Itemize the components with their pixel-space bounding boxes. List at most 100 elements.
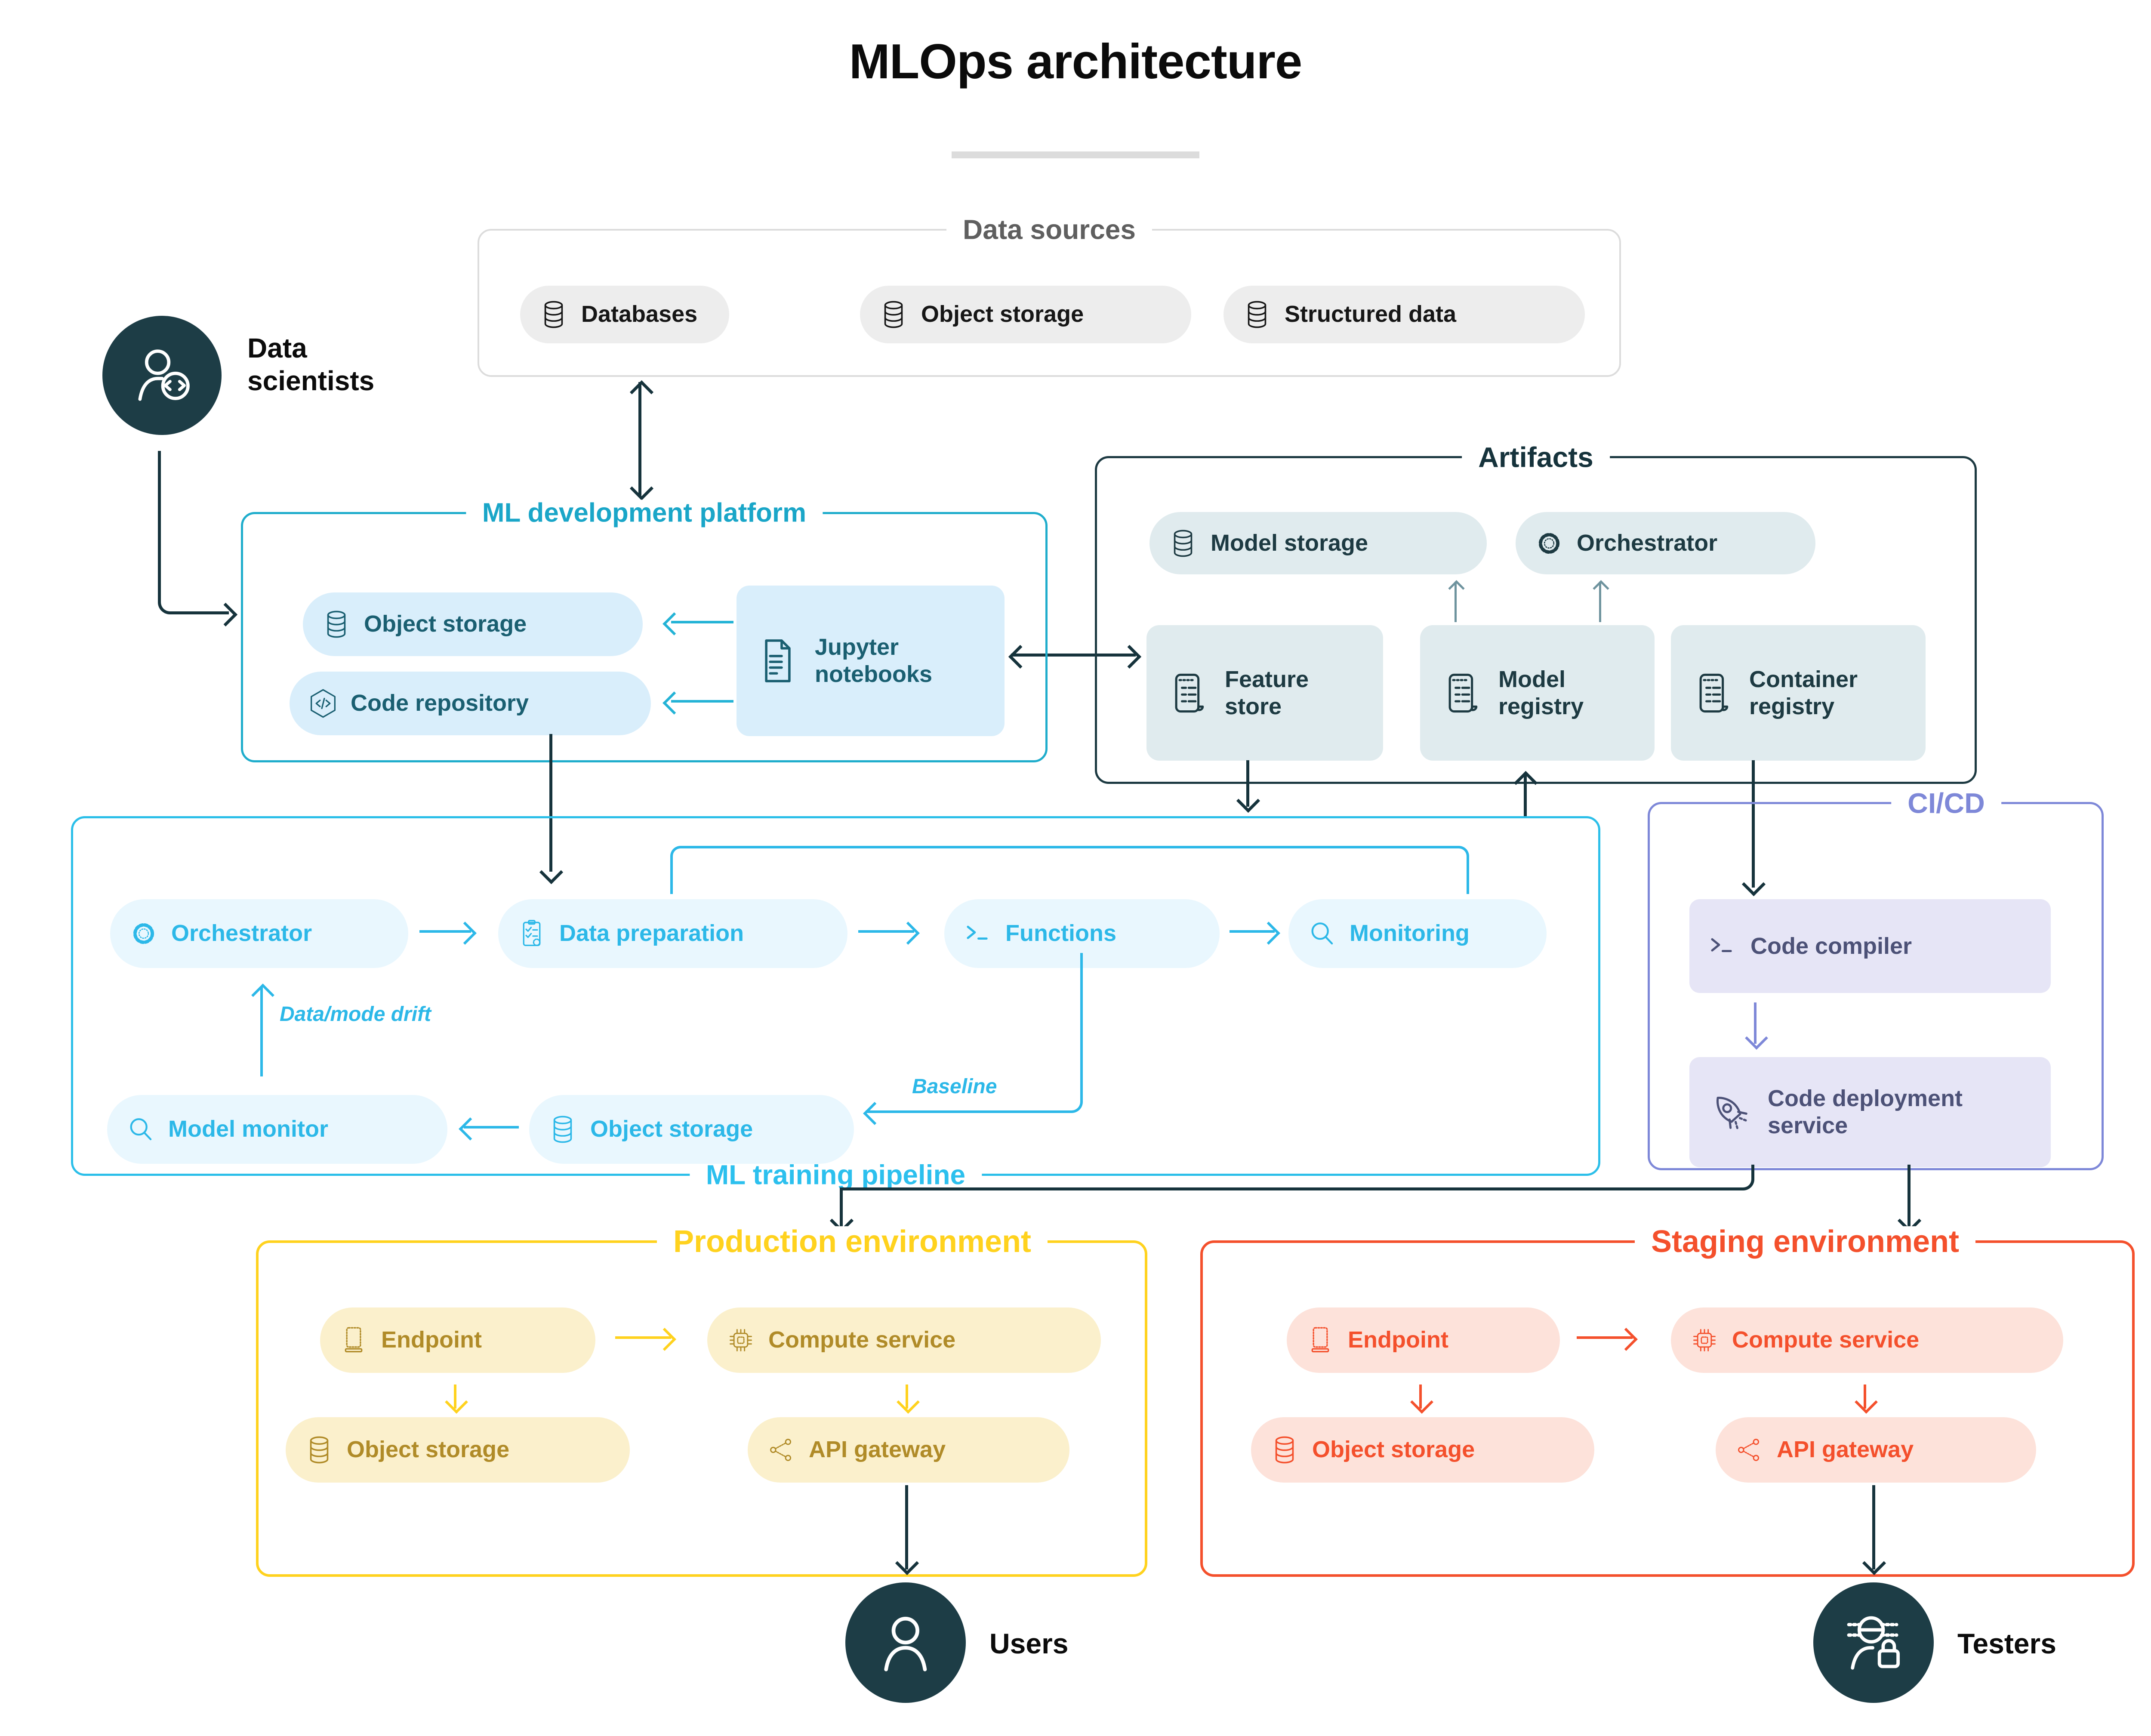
edge-label-drift: Data/mode drift bbox=[280, 1003, 431, 1026]
scroll-icon bbox=[1437, 669, 1485, 717]
group-title-artifacts: Artifacts bbox=[1462, 443, 1610, 472]
node-label: Code deployment service bbox=[1768, 1085, 1963, 1138]
node-label: Code repository bbox=[351, 690, 529, 716]
node-label: Functions bbox=[1005, 920, 1116, 947]
node-container-registry: Container registry bbox=[1671, 625, 1926, 761]
node-label: Object storage bbox=[921, 301, 1084, 327]
database-icon bbox=[1168, 528, 1199, 559]
testers-label: Testers bbox=[1957, 1628, 2056, 1659]
node-pr-compute-service: Compute service bbox=[707, 1307, 1101, 1373]
node-label: Model storage bbox=[1211, 530, 1368, 556]
edge-sources-dev bbox=[638, 382, 641, 496]
edge-gateway-users bbox=[905, 1485, 908, 1569]
edge-orchestrator-data-prep bbox=[419, 930, 471, 933]
group-title-data-sources: Data sources bbox=[946, 216, 1152, 244]
node-label: Endpoint bbox=[1348, 1327, 1448, 1353]
arrowhead-up bbox=[629, 380, 654, 404]
edge-data-prep-monitoring-loop bbox=[670, 846, 1469, 894]
notebook-icon bbox=[754, 637, 802, 685]
node-label: Model registry bbox=[1498, 666, 1584, 719]
node-monitoring: Monitoring bbox=[1288, 899, 1547, 968]
node-label: Feature store bbox=[1225, 666, 1309, 719]
edge-registry-orchestrator bbox=[1599, 582, 1601, 622]
node-label: Container registry bbox=[1749, 666, 1858, 719]
arrowhead-down bbox=[629, 476, 654, 501]
users-avatar bbox=[845, 1582, 966, 1703]
edge-container-registry-compiler bbox=[1752, 760, 1755, 888]
edge-object-storage-model-monitor bbox=[464, 1126, 519, 1129]
testers-avatar bbox=[1813, 1582, 1934, 1703]
node-label: Object storage bbox=[590, 1116, 753, 1142]
edge-code-repo-data-prep bbox=[549, 734, 552, 872]
device-icon bbox=[338, 1325, 369, 1356]
group-staging-environment: Staging environment Endpoint Compute ser… bbox=[1200, 1226, 2135, 1577]
edge-data-prep-functions bbox=[858, 930, 914, 933]
group-title-ml-training-pipeline: ML training pipeline bbox=[689, 1161, 982, 1189]
terminal-icon bbox=[962, 918, 993, 949]
edge-pr-endpoint-compute bbox=[615, 1336, 671, 1339]
group-cicd: CI/CD Code compiler Code deployment serv… bbox=[1648, 789, 2104, 1170]
group-title-cicd: CI/CD bbox=[1891, 789, 2001, 817]
chip-icon bbox=[725, 1325, 756, 1356]
magnifier-icon bbox=[125, 1114, 156, 1145]
rocket-icon bbox=[1707, 1088, 1755, 1136]
edge-gateway-testers bbox=[1872, 1485, 1875, 1569]
database-icon bbox=[538, 299, 569, 330]
edge-deployment-staging bbox=[1908, 1165, 1911, 1227]
edge-st-endpoint-storage bbox=[1419, 1384, 1422, 1409]
edge-functions-object-storage bbox=[866, 953, 1083, 1113]
node-label: Jupyter notebooks bbox=[815, 634, 933, 687]
node-jupyter-notebooks: Jupyter notebooks bbox=[737, 586, 1005, 736]
page-title: MLOps architecture bbox=[849, 34, 1303, 89]
edge-pr-endpoint-storage bbox=[454, 1384, 456, 1409]
edge-jupyter-object-storage bbox=[671, 621, 733, 623]
users-label: Users bbox=[989, 1628, 1069, 1659]
node-model-registry: Model registry bbox=[1420, 625, 1655, 761]
node-label: Model monitor bbox=[168, 1116, 328, 1142]
node-artifacts-orchestrator: Orchestrator bbox=[1516, 512, 1815, 574]
node-label: Structured data bbox=[1285, 301, 1457, 327]
code-repository-icon bbox=[308, 688, 339, 719]
node-label: Endpoint bbox=[381, 1327, 482, 1353]
node-model-storage: Model storage bbox=[1149, 512, 1487, 574]
edge-st-endpoint-compute bbox=[1577, 1336, 1633, 1339]
node-feature-store: Feature store bbox=[1146, 625, 1383, 761]
edge-data-scientists-to-dev bbox=[158, 451, 229, 614]
node-dev-object-storage: Object storage bbox=[303, 592, 643, 656]
node-label: Databases bbox=[581, 301, 698, 327]
edge-registry-model-storage bbox=[1455, 582, 1457, 622]
database-icon bbox=[304, 1434, 335, 1465]
node-tp-object-storage: Object storage bbox=[529, 1095, 854, 1164]
edge-deployment-production-drop bbox=[840, 1188, 843, 1227]
node-label: Orchestrator bbox=[1577, 530, 1718, 556]
edge-compiler-deployment bbox=[1754, 1002, 1757, 1044]
edge-pr-compute-gateway bbox=[906, 1384, 908, 1409]
node-databases: Databases bbox=[520, 286, 729, 343]
node-object-storage-sources: Object storage bbox=[860, 286, 1191, 343]
clipboard-check-icon bbox=[516, 918, 547, 949]
terminal-icon bbox=[1707, 931, 1738, 962]
scroll-icon bbox=[1688, 669, 1736, 717]
magnifier-icon bbox=[1307, 918, 1337, 949]
node-model-monitor: Model monitor bbox=[107, 1095, 447, 1164]
node-label: Compute service bbox=[1732, 1327, 1920, 1353]
database-icon bbox=[547, 1114, 578, 1145]
title-underline bbox=[952, 151, 1199, 158]
node-st-api-gateway: API gateway bbox=[1716, 1417, 2036, 1483]
group-ml-development-platform: ML development platform Object storage C… bbox=[241, 500, 1048, 762]
group-title-ml-development-platform: ML development platform bbox=[465, 500, 823, 527]
person-code-icon bbox=[138, 349, 190, 401]
scroll-icon bbox=[1164, 669, 1212, 717]
group-artifacts: Artifacts Model storage Orchestrator Fea… bbox=[1095, 443, 1977, 784]
edge-st-compute-gateway bbox=[1864, 1384, 1866, 1409]
node-pr-endpoint: Endpoint bbox=[320, 1307, 595, 1373]
edge-feature-store-pipeline bbox=[1246, 760, 1249, 807]
node-code-deployment-service: Code deployment service bbox=[1689, 1057, 2051, 1167]
node-label: Monitoring bbox=[1350, 920, 1470, 947]
edge-jupyter-code-repository bbox=[671, 700, 733, 703]
group-data-sources: Data sources Databases Object storage St… bbox=[478, 216, 1621, 377]
node-st-endpoint: Endpoint bbox=[1287, 1307, 1560, 1373]
node-label: Object storage bbox=[364, 611, 527, 637]
node-st-object-storage: Object storage bbox=[1251, 1417, 1594, 1483]
gear-icon bbox=[1534, 528, 1565, 559]
